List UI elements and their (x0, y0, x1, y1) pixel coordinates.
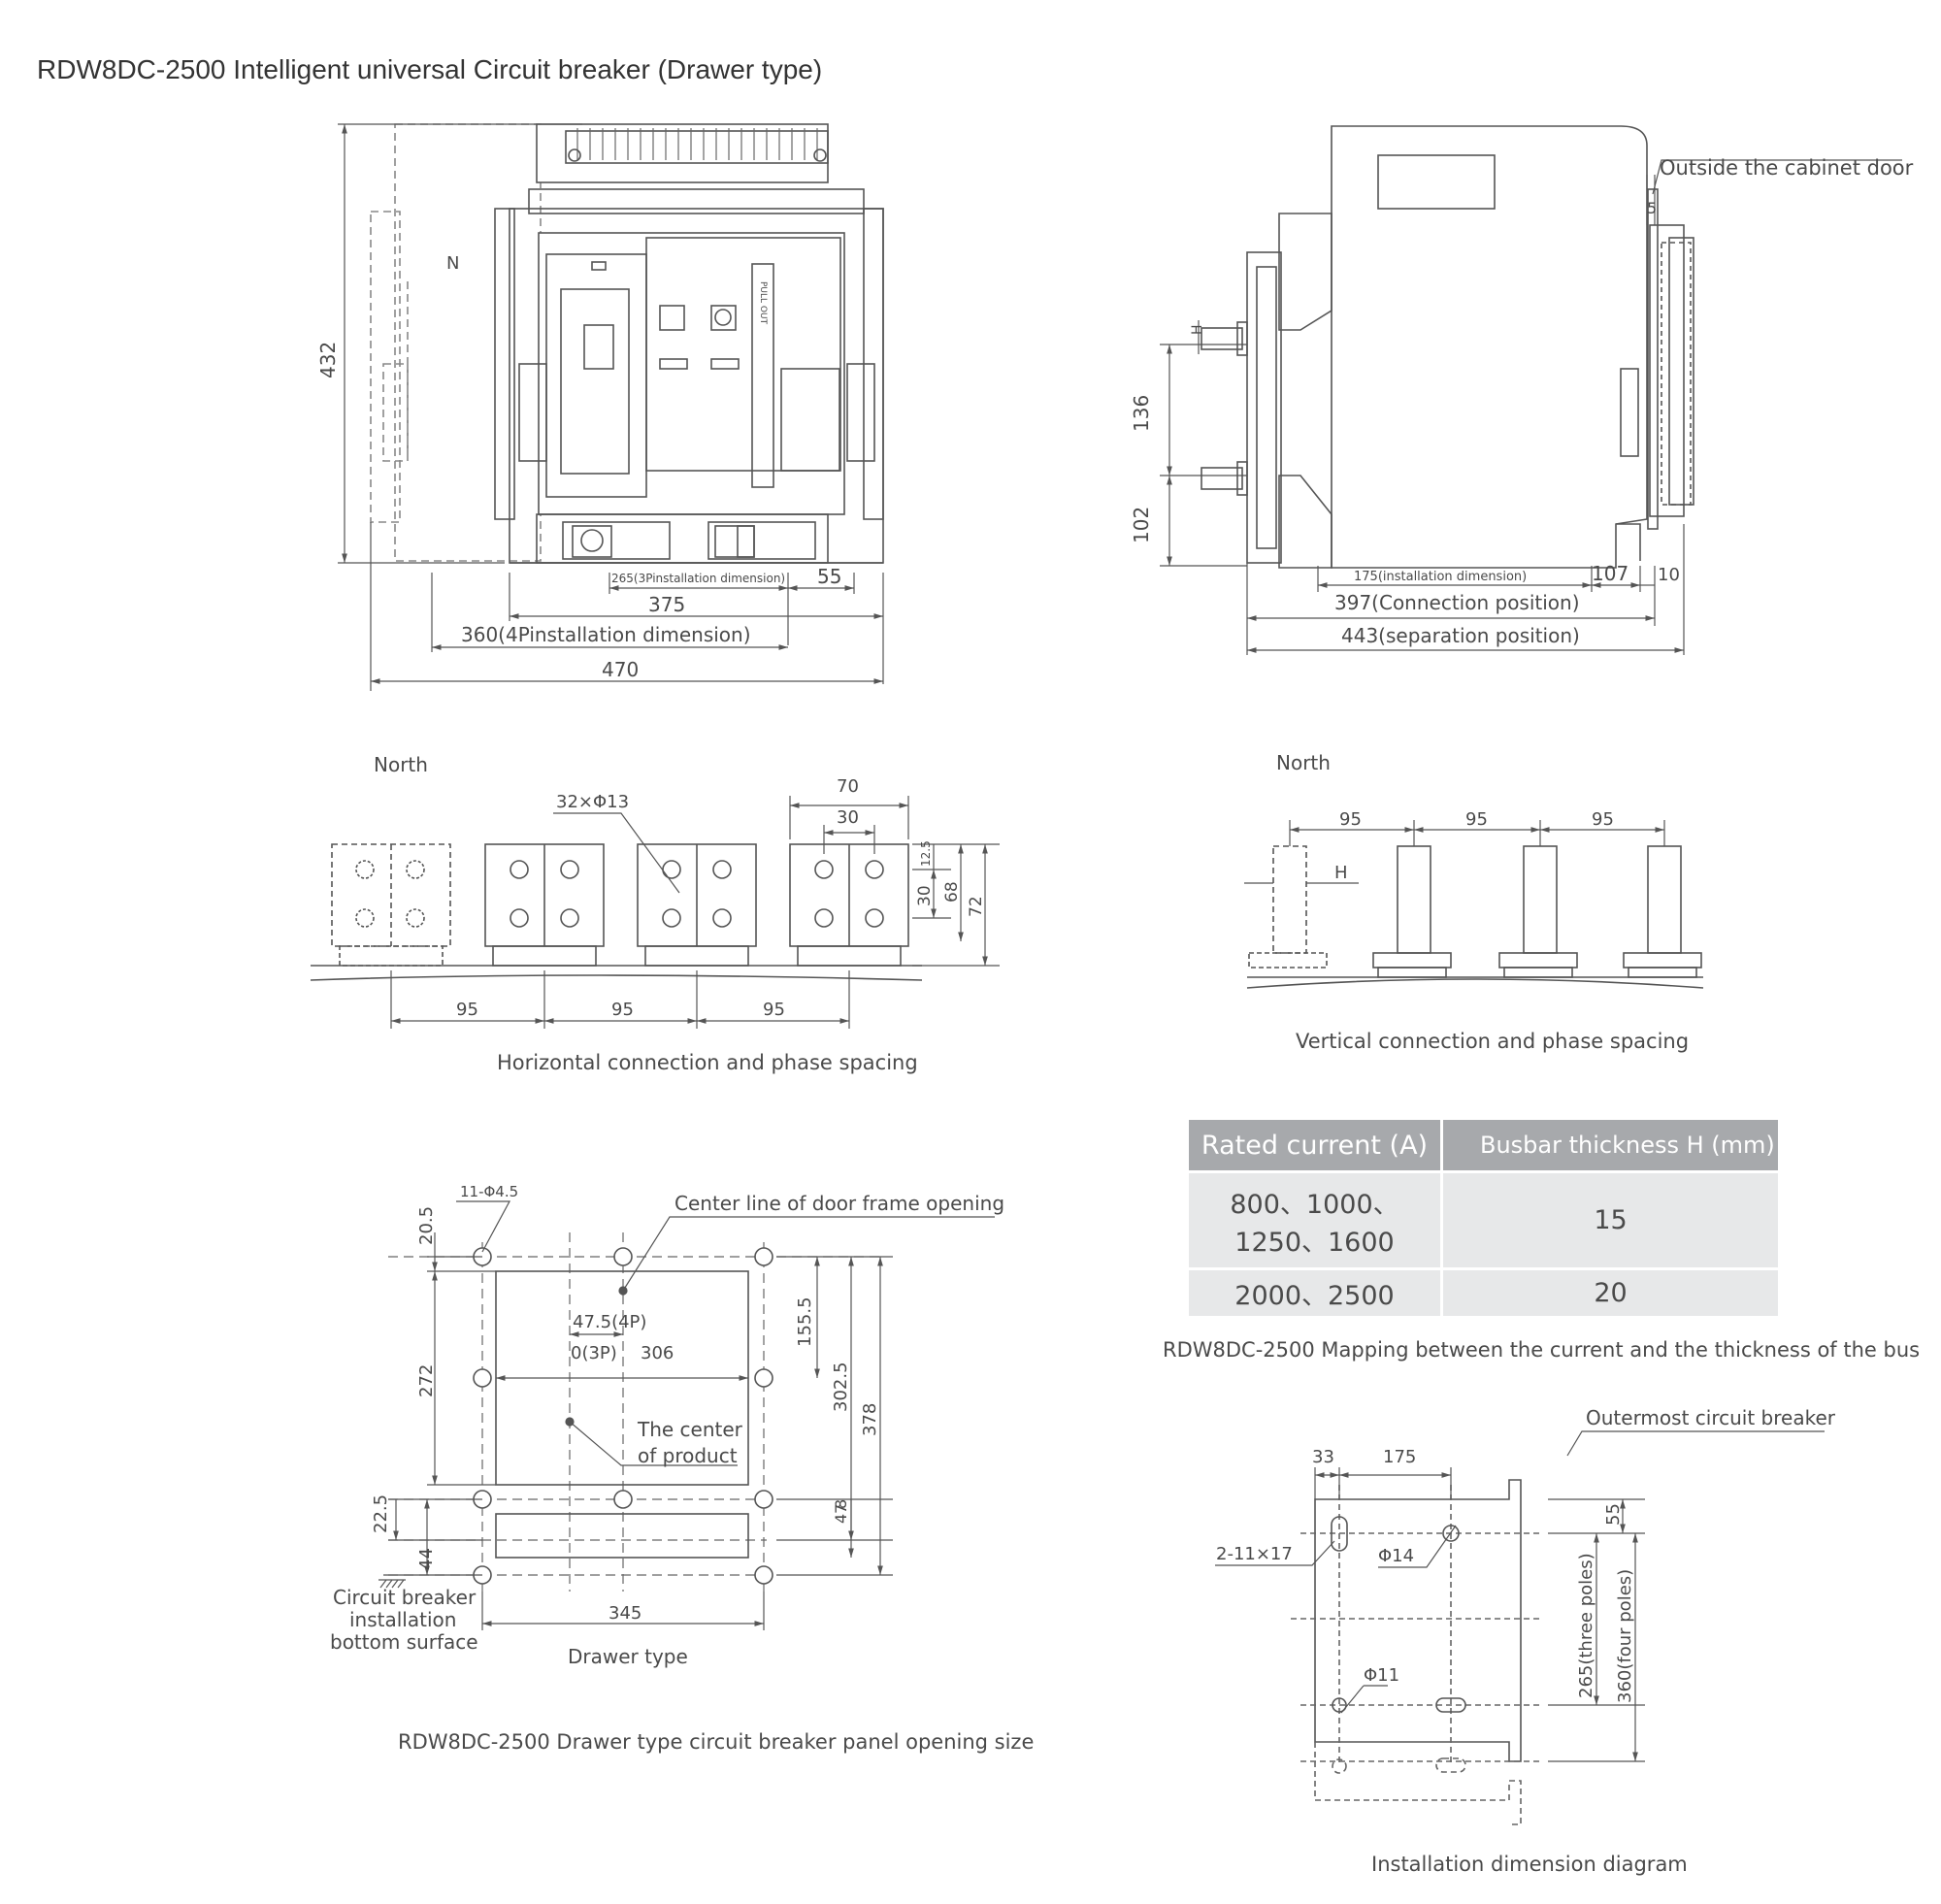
dim-phi11: Φ11 (1364, 1665, 1399, 1686)
dim-375: 375 (648, 593, 685, 616)
v-spacing-2: 95 (1465, 809, 1488, 830)
h-spacing-2: 95 (611, 1000, 634, 1020)
dim-33: 33 (1312, 1447, 1334, 1467)
dim-272: 272 (416, 1364, 437, 1397)
dim-265-3p: 265(3Pinstallation dimension) (611, 572, 785, 585)
dim-136: 136 (1130, 395, 1153, 432)
dim-10: 10 (1658, 565, 1680, 585)
drawer-type-label: Drawer type (568, 1645, 688, 1668)
front-n-label: N (446, 253, 459, 274)
dim-360-4p: 360(4Pinstallation dimension) (461, 623, 751, 646)
side-h-label: H (1190, 324, 1205, 335)
pull-out-label: PULL OUT (758, 281, 768, 325)
bus-thickness-table: Rated current (A) Busbar thickness H (mm… (1189, 1120, 1781, 1316)
panel-opening (388, 1232, 883, 1592)
dim-0-3p: 0(3P) (571, 1343, 617, 1363)
dim-12-5: 12.5 (919, 840, 933, 867)
dim-44: 44 (416, 1548, 437, 1570)
dim-8: 8 (832, 1499, 850, 1509)
dim-470: 470 (602, 658, 639, 681)
vertical-connection (1246, 845, 1704, 989)
thickness-cell: 20 (1441, 1267, 1781, 1316)
dim-phi14: Φ14 (1378, 1546, 1414, 1566)
dim-360-four-poles: 360(four poles) (1615, 1569, 1635, 1703)
dim-47-5-4p: 47.5(4P) (573, 1312, 646, 1332)
dim-55: 55 (817, 565, 841, 588)
h-spacing-3: 95 (763, 1000, 785, 1020)
outermost-label: Outermost circuit breaker (1586, 1406, 1836, 1429)
bus-table-caption: RDW8DC-2500 Mapping between the current … (1163, 1338, 1920, 1362)
current-cell: 2000、2500 (1189, 1267, 1443, 1316)
dim-175: 175 (1383, 1447, 1416, 1467)
dim-72: 72 (967, 896, 986, 917)
dim-47: 47 (832, 1504, 850, 1524)
table-header-row: Rated current (A) Busbar thickness H (mm… (1189, 1120, 1781, 1172)
dim-22-5: 22.5 (371, 1494, 391, 1533)
install-caption: Installation dimension diagram (1371, 1853, 1688, 1876)
horizontal-caption: Horizontal connection and phase spacing (497, 1051, 918, 1074)
dim-302-5: 302.5 (831, 1362, 851, 1412)
dim-20-5: 20.5 (416, 1206, 437, 1245)
dim-30a: 30 (837, 807, 859, 828)
panel-caption: RDW8DC-2500 Drawer type circuit breaker … (398, 1730, 1034, 1754)
horizontal-north-label: North (374, 753, 428, 776)
h-spacing-1: 95 (456, 1000, 478, 1020)
current-line-2: 1250、1600 (1234, 1227, 1395, 1258)
dim-32-phi13: 32×Φ13 (556, 792, 629, 812)
dim-102: 102 (1130, 507, 1153, 543)
current-cell: 800、1000、 1250、1600 (1189, 1170, 1443, 1269)
v-spacing-3: 95 (1592, 809, 1614, 830)
center-line-label: Center line of door frame opening (674, 1192, 1004, 1215)
dim-11-phi4-5: 11-Φ4.5 (460, 1183, 518, 1200)
dim-397: 397(Connection position) (1334, 591, 1580, 614)
dim-5: 5 (1647, 199, 1657, 217)
bottom-label-1: Circuit breaker (333, 1586, 477, 1609)
vertical-caption: Vertical connection and phase spacing (1296, 1030, 1689, 1053)
center-product-label-2: of product (638, 1444, 738, 1467)
bottom-label-2: installation (349, 1608, 456, 1631)
side-view (1201, 125, 1694, 569)
header-rated-current: Rated current (A) (1189, 1120, 1443, 1172)
front-view (370, 123, 884, 564)
dim-68: 68 (942, 881, 962, 903)
header-busbar-thickness: Busbar thickness H (mm) (1441, 1120, 1781, 1172)
v-spacing-1: 95 (1339, 809, 1362, 830)
table-row: 2000、2500 20 (1189, 1267, 1781, 1316)
dim-175-inst: 175(installation dimension) (1354, 570, 1527, 584)
dim-155-5: 155.5 (795, 1297, 815, 1347)
current-line-1: 800、1000、 (1230, 1189, 1399, 1220)
page-title: RDW8DC-2500 Intelligent universal Circui… (37, 54, 823, 84)
install-diagram (1291, 1479, 1543, 1825)
dim-378: 378 (860, 1403, 880, 1436)
dim-slot-11x17: 2-11×17 (1216, 1544, 1293, 1564)
dim-443: 443(separation position) (1341, 624, 1580, 647)
bottom-label-3: bottom surface (330, 1630, 478, 1654)
cabinet-door-label: Outside the cabinet door (1660, 156, 1914, 180)
dim-345: 345 (609, 1603, 642, 1624)
vertical-h-label: H (1334, 863, 1348, 883)
dim-70: 70 (837, 776, 859, 797)
dim-306: 306 (641, 1343, 674, 1363)
thickness-cell: 15 (1441, 1170, 1781, 1269)
dim-265-three-poles: 265(three poles) (1576, 1553, 1596, 1698)
dim-55-install: 55 (1603, 1503, 1624, 1526)
dim-107: 107 (1592, 562, 1628, 585)
dim-432: 432 (316, 342, 340, 378)
vertical-north-label: North (1276, 751, 1331, 774)
horizontal-connection (310, 843, 923, 981)
center-product-label-1: The center (637, 1418, 743, 1441)
dim-30b: 30 (915, 885, 935, 906)
table-row: 800、1000、 1250、1600 15 (1189, 1170, 1781, 1269)
